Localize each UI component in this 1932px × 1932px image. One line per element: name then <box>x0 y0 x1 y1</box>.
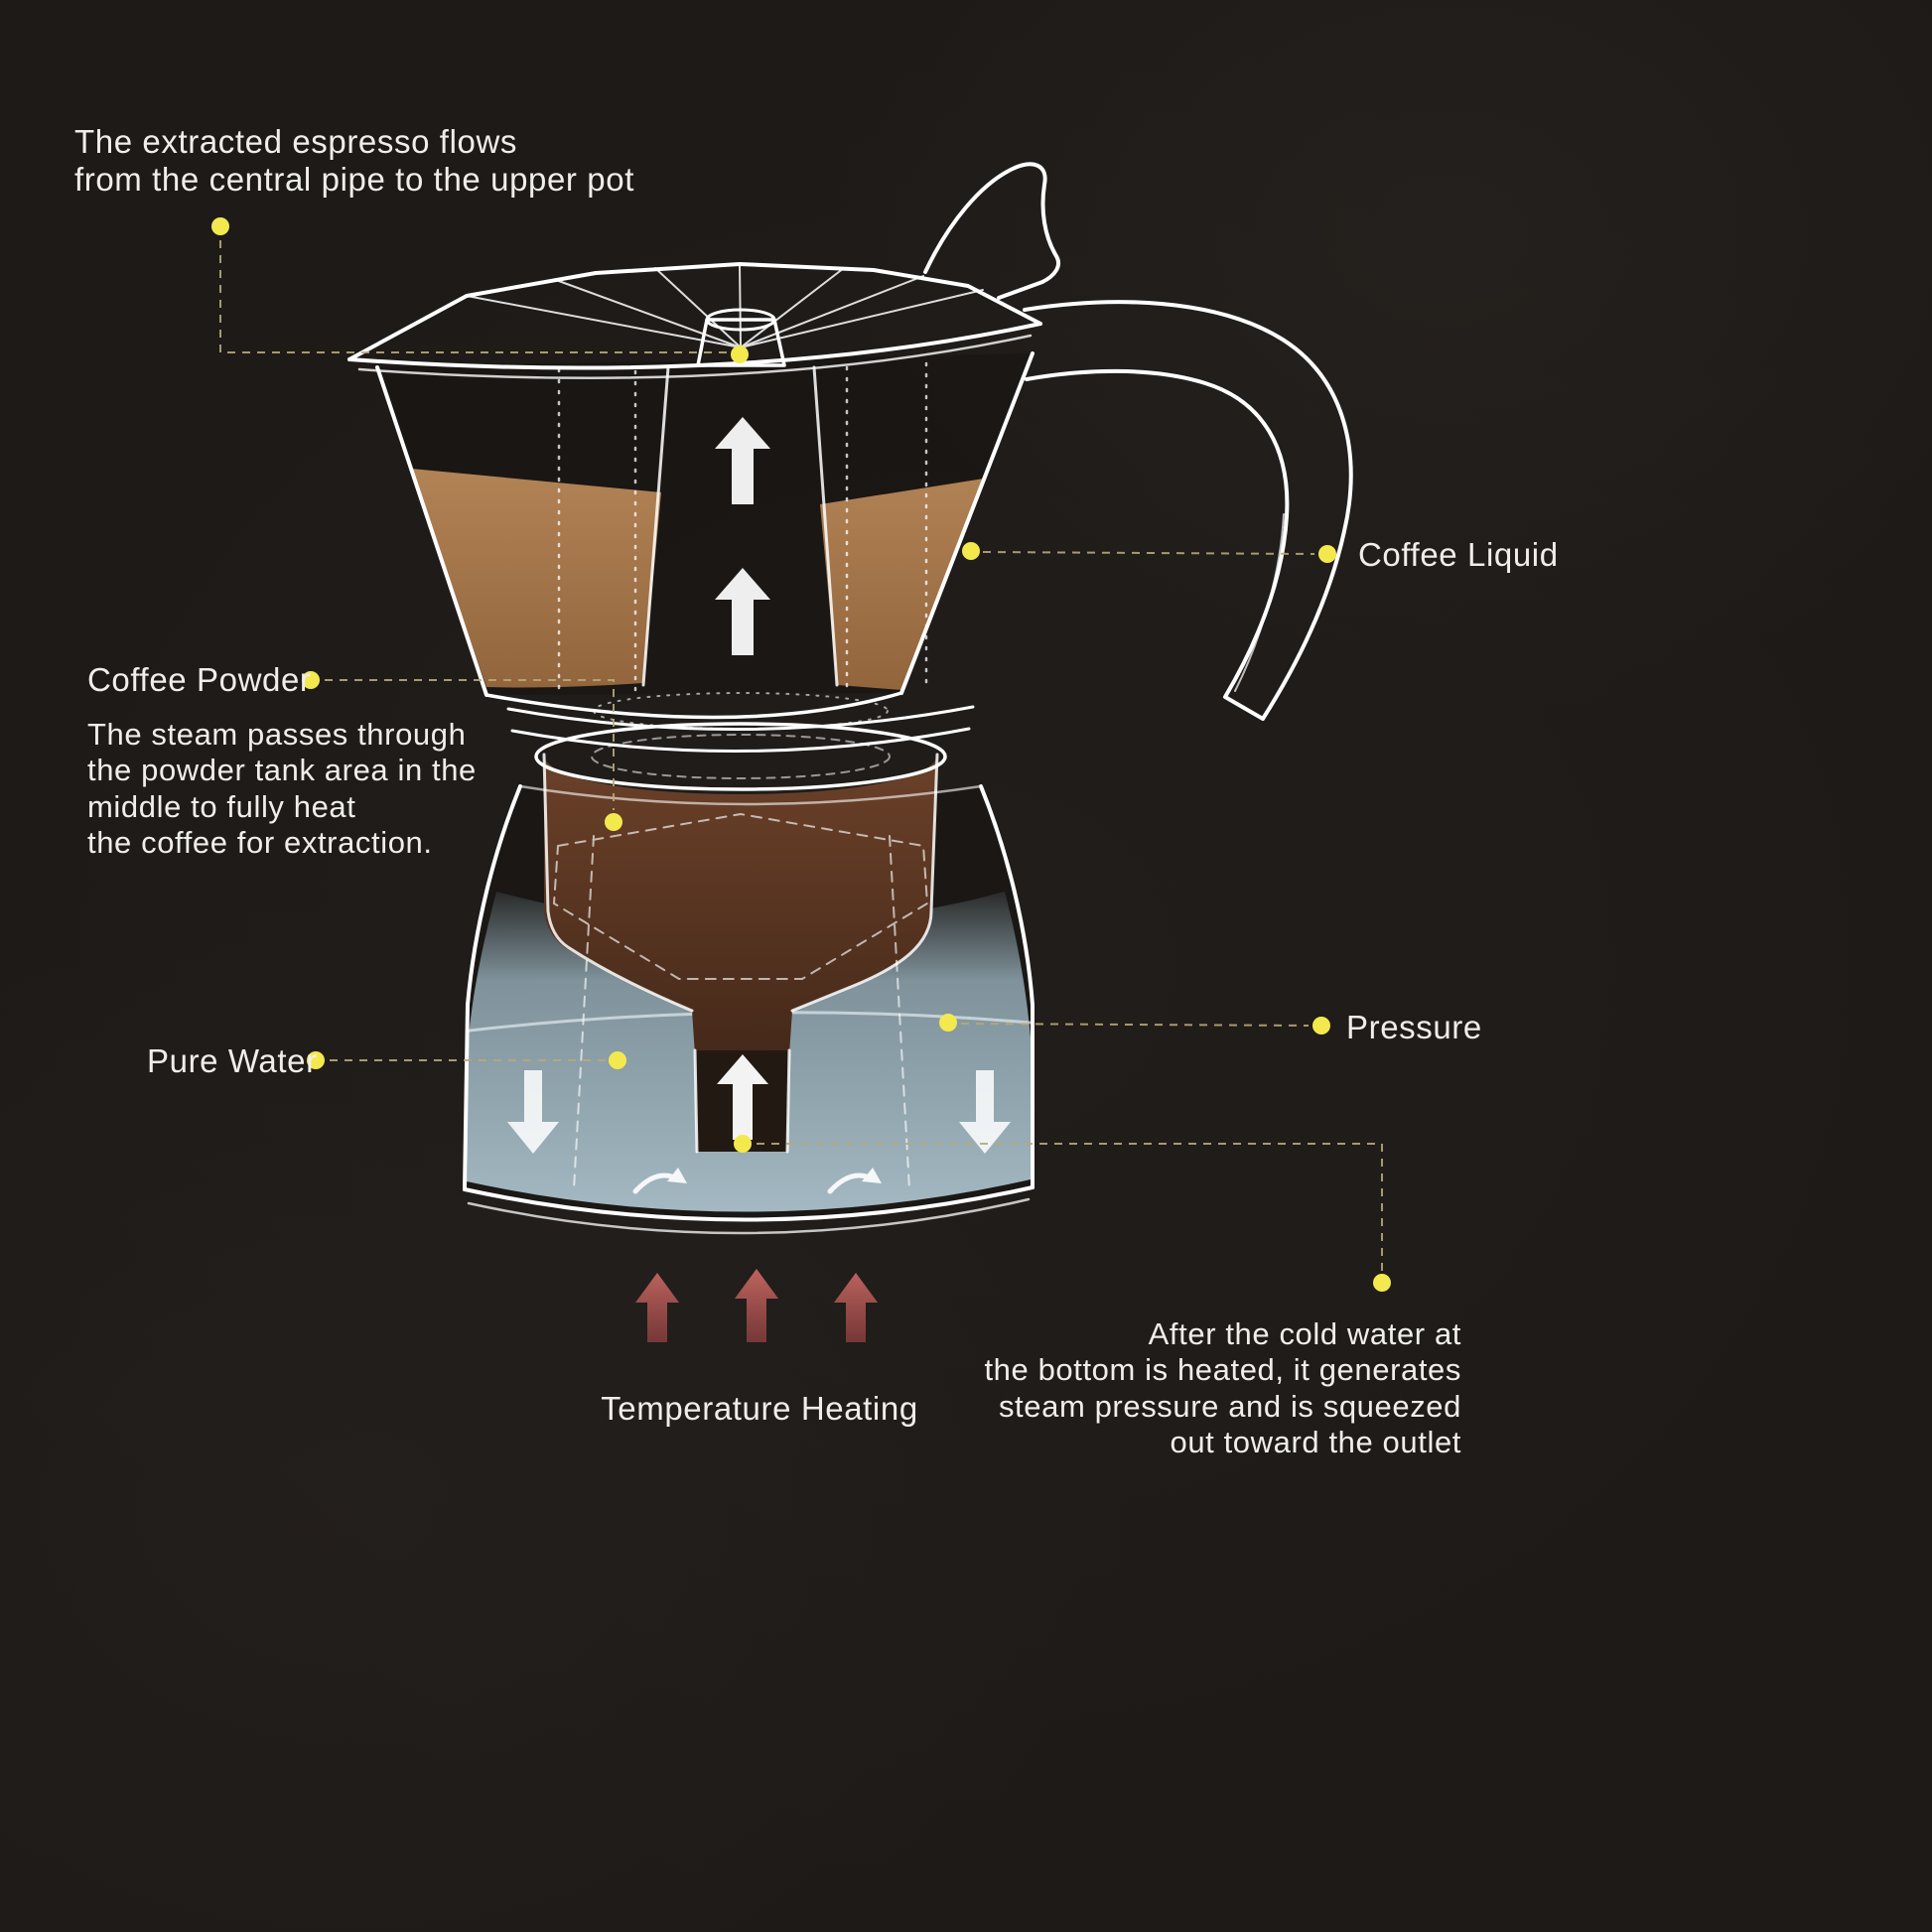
annotation-heating-note: After the cold water at the bottom is he… <box>984 1316 1461 1459</box>
heat-up-arrow-icon <box>735 1269 778 1342</box>
leader-lines <box>219 240 1383 1271</box>
leader-coffee-powder <box>325 679 615 810</box>
leader-heating-note <box>755 1143 1383 1271</box>
annotation-coffee-powder: Coffee Powder <box>87 661 312 698</box>
center-pipe-right-edge <box>812 365 839 687</box>
boiler-top-arc <box>518 784 983 806</box>
coffee-liquid-left <box>411 469 661 688</box>
boiler-dashed-lines <box>553 813 928 1190</box>
annotation-steam-note: The steam passes through the powder tank… <box>87 717 477 860</box>
boiler-bottom-arc <box>463 1185 1035 1222</box>
dot-coffee-powder-target <box>605 813 622 831</box>
handle-inner-line <box>1234 513 1285 692</box>
coffee-powder-fill <box>544 755 937 1054</box>
curved-arrow-head <box>862 1168 882 1183</box>
steam-swirl-arrows <box>632 1168 882 1194</box>
heat-arrows <box>635 1269 878 1342</box>
down-arrow-icon <box>507 1070 559 1154</box>
dot-pressure-label <box>1312 1017 1330 1035</box>
funnel-up-arrow-icon <box>717 1054 768 1140</box>
lid-knob <box>696 318 786 367</box>
annotation-dots <box>211 217 1391 1292</box>
boiler-bottom-rim <box>467 1197 1031 1235</box>
upper-pot-bottom-arc <box>484 691 903 720</box>
handle-outline <box>1023 300 1353 721</box>
lid-outline <box>347 262 1042 361</box>
funnel-tube-outline <box>693 1048 791 1154</box>
dot-outlet-target <box>734 1135 752 1153</box>
dot-heating-label <box>1373 1274 1391 1292</box>
annotation-espresso-flow: The extracted espresso flows from the ce… <box>74 123 634 199</box>
dot-pure-water-target <box>609 1051 626 1069</box>
coffee-liquid-right <box>820 479 984 690</box>
annotation-pressure: Pressure <box>1346 1009 1482 1045</box>
lid-facets <box>466 263 984 348</box>
lid-knob-top <box>705 308 776 332</box>
moka-pot-illustration <box>347 162 1353 1342</box>
boiler-right-edge <box>979 784 1035 1189</box>
curved-arrow-head <box>667 1168 687 1183</box>
annotation-temperature-heating: Temperature Heating <box>601 1390 918 1427</box>
upper-pot-right-edge <box>899 351 1035 695</box>
heat-up-arrow-icon <box>834 1273 878 1342</box>
dot-knob-target <box>731 345 749 363</box>
water-down-arrows <box>507 1070 1011 1154</box>
boiler-left-edge <box>463 784 522 1191</box>
heat-up-arrow-icon <box>635 1273 679 1342</box>
basket-rim-inner-dashed <box>591 734 891 779</box>
leader-coffee-liquid <box>982 551 1315 555</box>
dot-espresso-label <box>211 217 229 235</box>
spout <box>923 162 1061 300</box>
dot-coffee-liquid-target <box>962 542 980 560</box>
leader-espresso-flow <box>219 240 728 353</box>
up-arrow-icon <box>715 417 770 504</box>
upper-pot-left-edge <box>375 365 488 697</box>
annotation-pure-water: Pure Water <box>147 1042 318 1079</box>
leader-pressure <box>960 1023 1310 1027</box>
up-arrow-icon <box>715 568 770 655</box>
dot-coffee-powder-label <box>302 671 320 689</box>
basket-rim <box>534 722 947 791</box>
dot-pure-water-label <box>307 1051 325 1069</box>
center-pipe-left-edge <box>641 365 670 687</box>
upper-pot-dotted-lines <box>557 361 928 695</box>
down-arrow-icon <box>959 1070 1011 1154</box>
lid-brim-thickness <box>357 334 1033 379</box>
center-pipe-up-arrows <box>715 417 770 655</box>
annotation-coffee-liquid: Coffee Liquid <box>1358 536 1559 573</box>
dot-pressure-target <box>939 1014 957 1032</box>
collar-dotted-ellipse <box>593 692 889 730</box>
dot-coffee-liquid-label <box>1318 545 1336 563</box>
powder-basket-outline <box>542 753 939 1013</box>
collar-ring-bottom <box>510 727 971 753</box>
